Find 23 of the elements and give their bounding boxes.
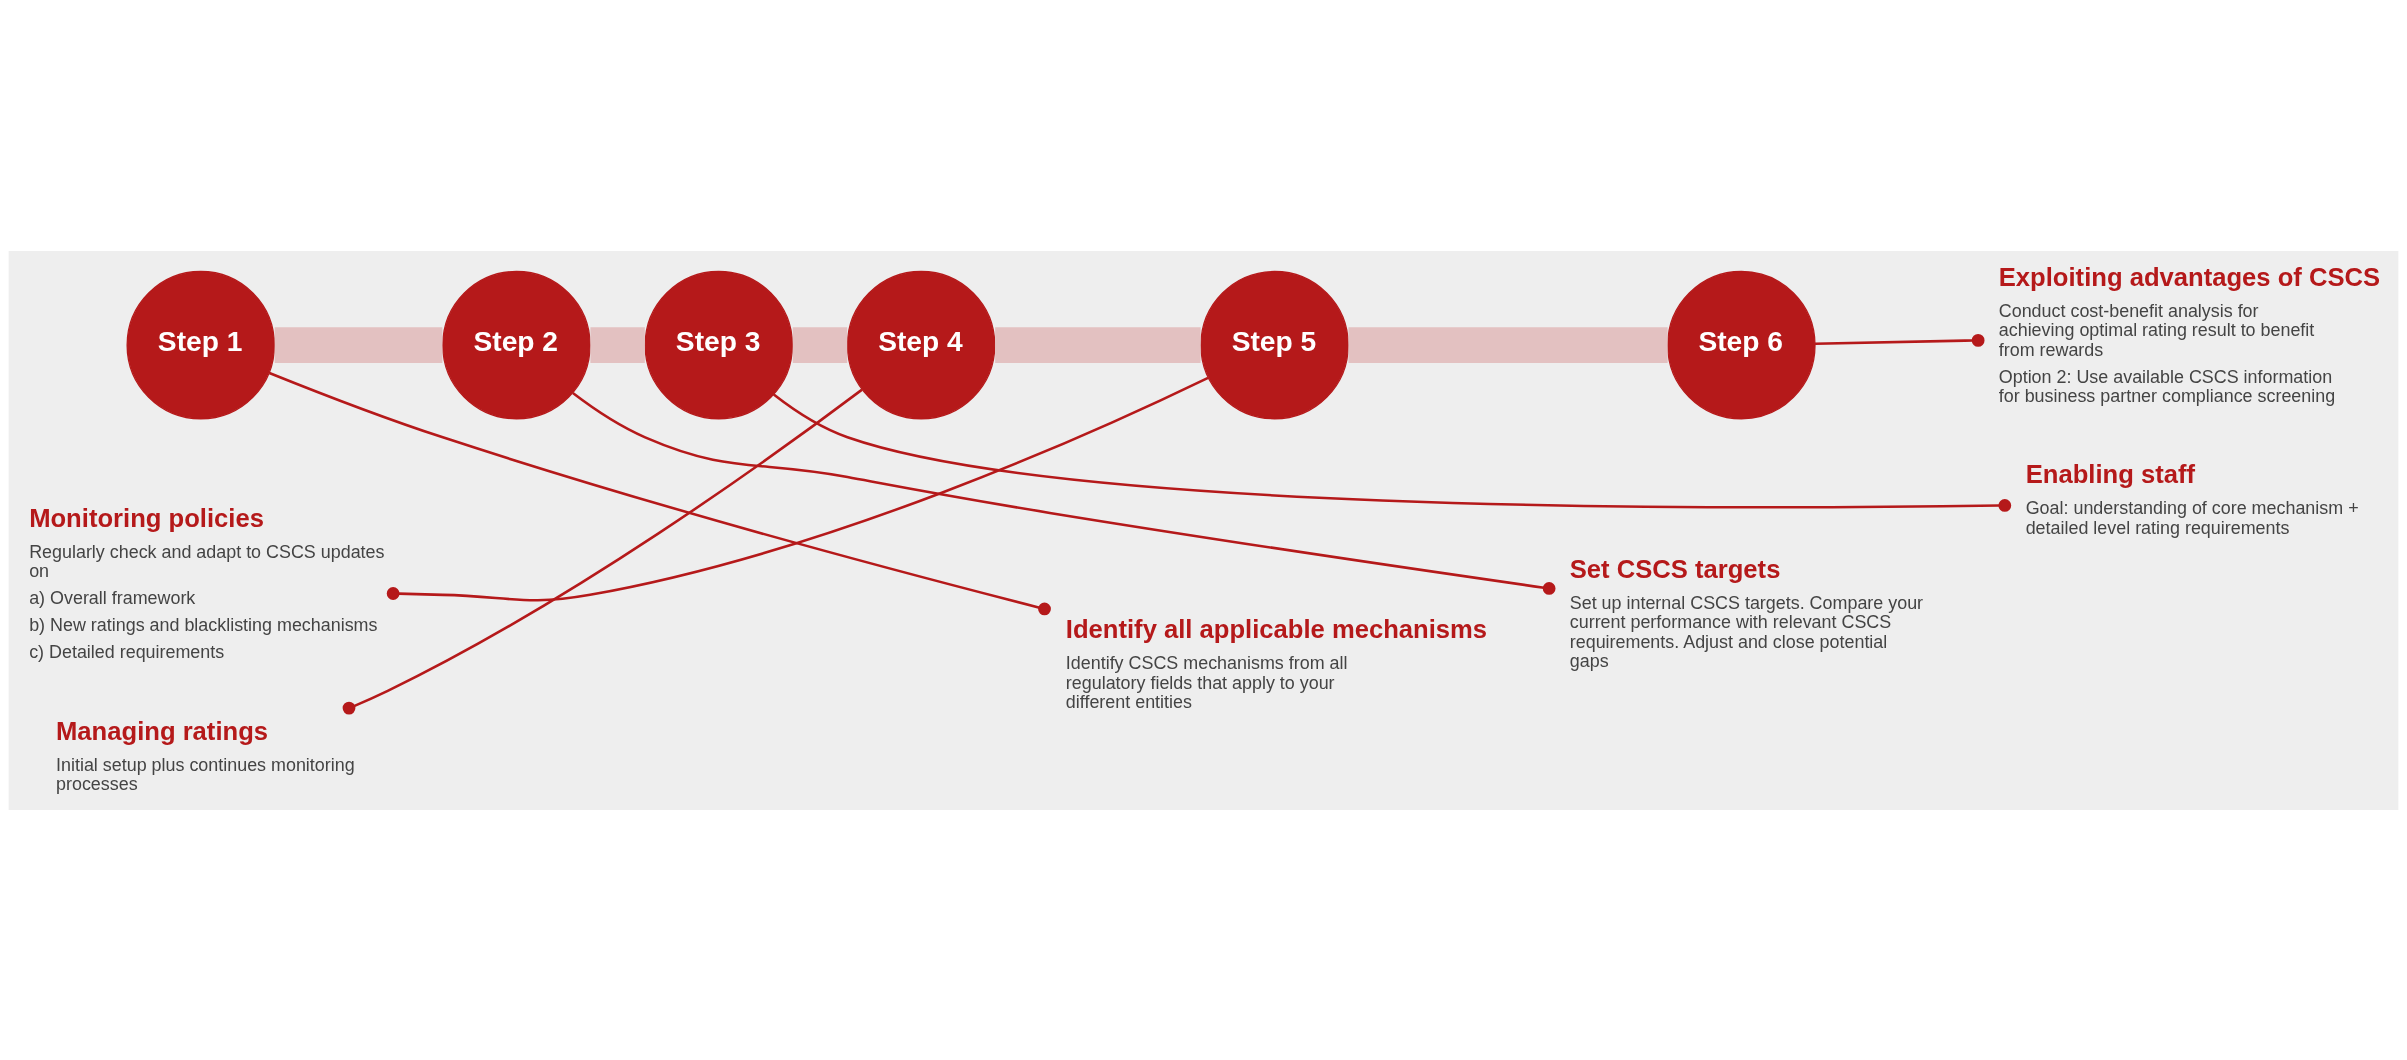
node-text: Enabling staff Goal: understanding of core mechanism + detailed level rating requirements [2025, 459, 2359, 538]
node-text: Set CSCS targets Set up internal CSCS targets. Compare your current performance with relevant CSCS requirements. Adjust and close potential gaps [1569, 554, 1924, 671]
node-circle: Step 5 [1200, 270, 1349, 419]
node-text: Identify all applicable mechanisms Identify CSCS mechanisms from all regulatory fields that apply to your different entities [1065, 614, 1488, 712]
node-text: Managing ratings Initial setup plus continues monitoring processes [56, 716, 355, 794]
node-circle: Step 6 [1667, 270, 1816, 419]
node-circle: Step 2 [442, 270, 591, 419]
node-text: Monitoring policies Regularly check and adapt to CSCS updates on a) Overall framework b) New ratings and blacklisting mechanisms c) Detailed requirements [29, 503, 385, 662]
connector [792, 326, 848, 363]
connector [1348, 326, 1668, 363]
connector [572, 391, 1556, 595]
node-circle: Step 1 [126, 270, 276, 419]
connector [386, 376, 1209, 601]
connector [590, 326, 645, 363]
node-circle: Step 4 [846, 270, 996, 419]
connector [773, 393, 2012, 512]
connector [274, 326, 443, 363]
connector [268, 371, 1051, 615]
node-text: Exploiting advantages of CSCS Conduct cost-benefit analysis for achieving optimal rating result to benefit from rewards Option 2: Use available CSCS information for business partner compliance screening [1998, 262, 2381, 406]
node-circle: Step 3 [644, 270, 794, 419]
connector [342, 388, 863, 715]
connector [995, 326, 1201, 363]
connector [1815, 333, 1985, 347]
